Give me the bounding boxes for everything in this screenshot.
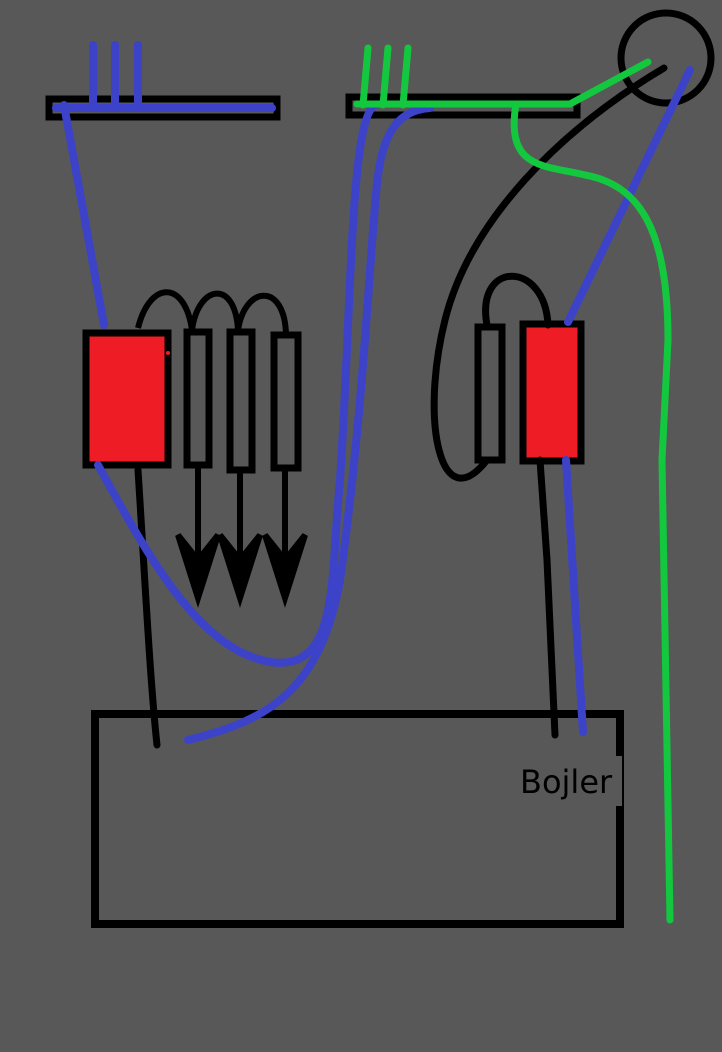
earth-terminal-bar [345, 93, 581, 119]
heating-element-3 [270, 331, 302, 472]
boiler-label-backdrop [512, 756, 622, 806]
neutral-terminal-bar [45, 95, 281, 121]
left-device-dot [166, 351, 170, 355]
heating-element-1 [183, 328, 213, 469]
arrows-down [175, 465, 308, 608]
earth-wires [353, 44, 674, 924]
boiler-label: Bojler [520, 763, 613, 801]
round-component [617, 9, 715, 107]
left-red-device [82, 329, 172, 469]
jumper-loops [135, 289, 289, 336]
right-red-device [519, 320, 585, 465]
live-wires [134, 64, 668, 749]
boiler-box [91, 710, 624, 928]
right-small-element [474, 323, 506, 464]
heating-element-2 [226, 328, 256, 474]
